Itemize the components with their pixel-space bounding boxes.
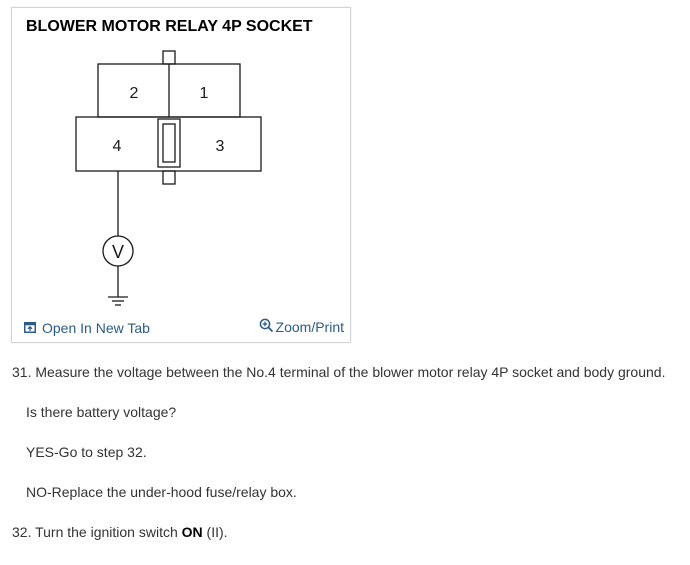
question-text: Is there battery voltage? bbox=[26, 404, 177, 420]
open-in-new-tab-icon bbox=[24, 320, 36, 336]
socket-center-slot bbox=[157, 118, 181, 168]
yes-branch-text: YES-Go to step 32. bbox=[26, 444, 147, 460]
step-31-text: 31. Measure the voltage between the No.4… bbox=[12, 364, 666, 380]
zoom-print-label: Zoom/Print bbox=[275, 319, 344, 335]
zoom-icon bbox=[259, 318, 274, 336]
open-in-new-tab-label: Open In New Tab bbox=[42, 320, 150, 336]
terminal-3-label: 3 bbox=[216, 138, 225, 155]
step-32-text: 32. Turn the ignition switch ON (II). bbox=[12, 524, 228, 540]
figure-card: BLOWER MOTOR RELAY 4P SOCKET V bbox=[11, 7, 351, 343]
step-32-prefix: 32. Turn the ignition switch bbox=[12, 524, 182, 540]
figure-title: BLOWER MOTOR RELAY 4P SOCKET bbox=[26, 18, 313, 35]
figure-footer: Open In New Tab Zoom/Print bbox=[12, 318, 350, 342]
terminal-2-label: 2 bbox=[130, 85, 139, 102]
open-in-new-tab-link[interactable]: Open In New Tab bbox=[24, 320, 150, 336]
relay-socket-diagram: V 2 1 4 3 bbox=[75, 50, 262, 306]
voltmeter-label: V bbox=[112, 242, 124, 262]
socket-lower-block bbox=[75, 116, 262, 172]
step-32-bold: ON bbox=[181, 524, 203, 540]
socket-top-key bbox=[162, 50, 176, 65]
socket-bottom-key bbox=[162, 170, 176, 185]
no-branch-text: NO-Replace the under-hood fuse/relay box… bbox=[26, 484, 297, 500]
zoom-print-link[interactable]: Zoom/Print bbox=[259, 318, 344, 336]
terminal-1-label: 1 bbox=[200, 85, 209, 102]
step-32-suffix: (II). bbox=[202, 524, 228, 540]
terminal-4-label: 4 bbox=[113, 138, 122, 155]
